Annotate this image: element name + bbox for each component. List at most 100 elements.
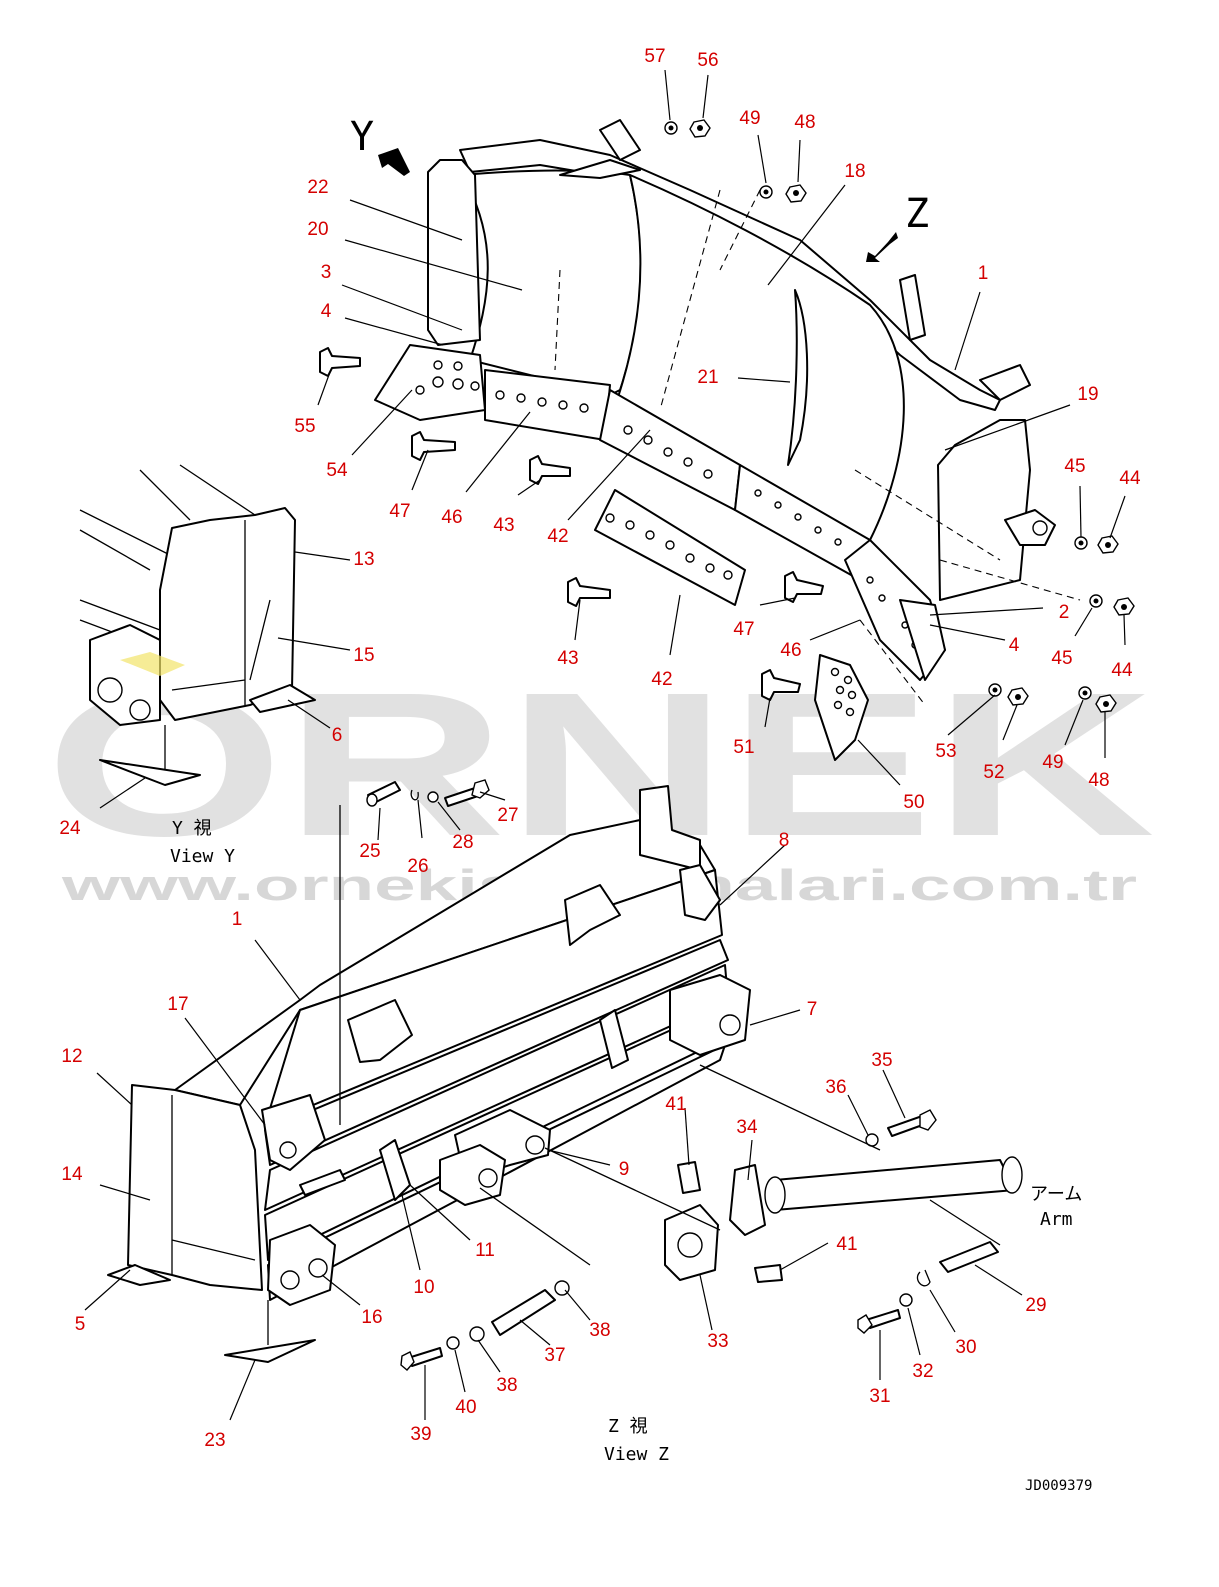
stiffener-rib — [787, 289, 809, 466]
callout-label: 44 — [1111, 660, 1133, 681]
left-end-bit — [374, 344, 486, 421]
rear-left-lug — [261, 1094, 326, 1171]
callout-label: 20 — [307, 219, 328, 240]
callout-label: 42 — [651, 669, 672, 690]
view-y-arrow — [378, 148, 410, 176]
view-z-title-jp: Z 視 — [608, 1416, 648, 1437]
callout-label: 11 — [475, 1240, 495, 1261]
callout-label: 33 — [707, 1331, 728, 1352]
rear-handle — [299, 1169, 346, 1196]
callout-label: 49 — [739, 108, 760, 129]
bottom-blade-assembly: アーム Arm Z 視 View Z — [107, 779, 1082, 1465]
bushing-38-left — [469, 1326, 485, 1342]
callout-label: 45 — [1051, 648, 1072, 669]
callout-label: 35 — [871, 1050, 892, 1071]
bolt-51 — [761, 669, 801, 701]
callout-label: 37 — [544, 1345, 565, 1366]
grease-fitting-41-upper — [677, 1161, 701, 1194]
cutting-edge-left-holes — [495, 390, 589, 413]
callout-label: 42 — [547, 526, 568, 547]
clip-26 — [410, 789, 419, 801]
right-hinge-eye — [1004, 509, 1056, 546]
callout-label: 49 — [1042, 752, 1063, 773]
spare-cutting-edge-holes — [605, 513, 733, 580]
callout-label: 47 — [733, 619, 754, 640]
bolt-47-right — [784, 571, 824, 603]
pin-29 — [939, 1241, 999, 1273]
plow-bolts — [319, 347, 824, 701]
moldboard-left-section — [461, 169, 642, 396]
callout-label: 45 — [1064, 456, 1085, 477]
callout-label: 23 — [204, 1430, 225, 1451]
callout-label: 1 — [232, 909, 243, 930]
callout-label: 21 — [697, 367, 718, 388]
callout-label: 52 — [983, 762, 1004, 783]
cutting-edge-right-holes — [754, 489, 842, 546]
callout-label: 46 — [441, 507, 462, 528]
callout-label: 5 — [75, 1314, 86, 1335]
rear-blade-top-bracket — [639, 785, 701, 871]
arm-shaft — [774, 1159, 1016, 1211]
washers-nuts — [664, 119, 1135, 713]
callout-label: 10 — [413, 1277, 434, 1298]
callout-label: 1 — [978, 263, 989, 284]
washer-40 — [446, 1336, 460, 1350]
rear-right-lug — [679, 864, 721, 921]
view-y-shim — [99, 759, 201, 786]
callout-label: 18 — [844, 161, 865, 182]
washer-28 — [427, 791, 439, 803]
callout-label: 57 — [644, 46, 665, 67]
rear-shim-23 — [224, 1339, 316, 1363]
view-y-highlight — [120, 652, 185, 676]
callout-label: 39 — [410, 1424, 431, 1445]
callout-label: 24 — [59, 818, 81, 839]
callout-label: 36 — [825, 1077, 846, 1098]
callout-label: 4 — [321, 301, 332, 322]
moldboard-top-tab — [559, 159, 641, 179]
callout-label: 55 — [294, 416, 315, 437]
blade-top-lug — [599, 119, 641, 161]
shim-34 — [729, 1164, 766, 1236]
cutting-edge-center-holes — [623, 425, 713, 479]
top-blade-assembly: Y Z — [319, 114, 1135, 761]
callout-label: 19 — [1077, 384, 1098, 405]
right-end-plate — [937, 419, 1031, 601]
left-end-bit-holes — [415, 360, 480, 395]
callout-label: 3 — [321, 262, 332, 283]
washer-32 — [899, 1293, 913, 1307]
leader-lines — [84, 69, 1126, 1421]
view-y-title-en: View Y — [170, 846, 235, 867]
grease-fitting-41-lower — [754, 1264, 783, 1283]
callout-label: 2 — [1059, 602, 1070, 623]
spare-end-bit-holes — [830, 667, 857, 717]
callout-label: 9 — [619, 1159, 630, 1180]
callout-label: 14 — [61, 1164, 83, 1185]
view-y-title-jp: Y 視 — [172, 818, 212, 839]
view-y-end-plate — [159, 507, 296, 721]
pin-37 — [491, 1289, 556, 1336]
view-z-letter: Z — [905, 191, 929, 237]
callout-label: 43 — [493, 515, 514, 536]
callout-label: 8 — [779, 830, 790, 851]
callout-label: 15 — [353, 645, 374, 666]
view-z-arrow — [866, 232, 898, 262]
callout-label: 4 — [1009, 635, 1020, 656]
callout-label: 22 — [307, 177, 328, 198]
callout-label: 56 — [697, 50, 718, 71]
callout-label: 53 — [935, 741, 956, 762]
bolt-43-upper — [529, 455, 571, 485]
callout-label: 26 — [407, 856, 428, 877]
callout-label: 44 — [1119, 468, 1141, 489]
dashed-guides — [554, 189, 1081, 706]
bolt-47-left — [411, 431, 456, 461]
arm-label-en: Arm — [1040, 1209, 1073, 1230]
callout-label: 46 — [780, 640, 801, 661]
callout-label: 7 — [807, 999, 818, 1020]
callout-label: 27 — [497, 805, 518, 826]
callout-label: 32 — [912, 1361, 933, 1382]
spare-end-bit — [814, 654, 869, 761]
callout-label: 38 — [496, 1375, 517, 1396]
callout-label: 41 — [836, 1234, 857, 1255]
